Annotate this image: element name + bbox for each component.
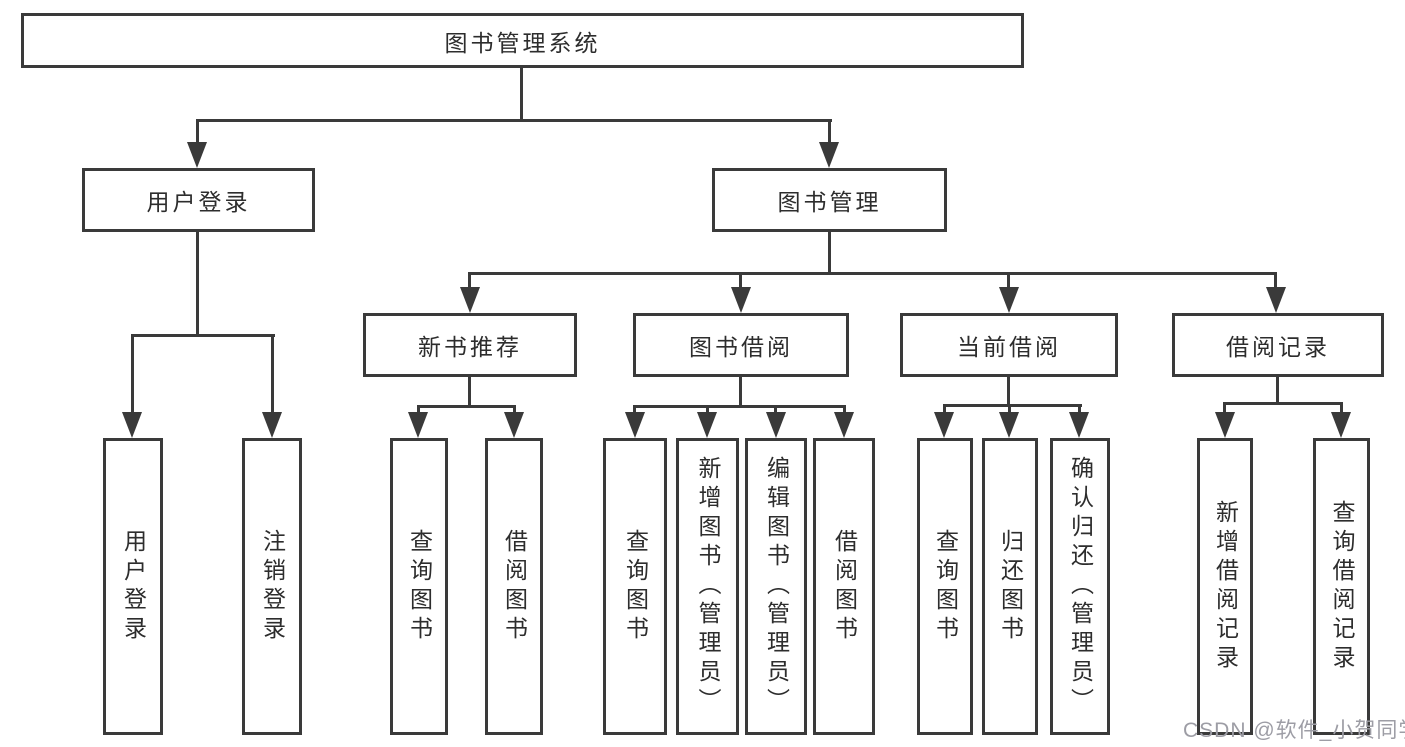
leaf-borrow-books-recommend: 借阅图书 [485,438,543,735]
connector-line [196,121,199,146]
leaf-user-login: 用户登录 [103,438,163,735]
connector-line [633,405,846,408]
connector-arrow [1266,287,1286,313]
connector-line [196,119,832,122]
connector-arrow [766,412,786,438]
connector-arrow [819,142,839,168]
connector-arrow [408,412,428,438]
connector-arrow [122,412,142,438]
connector-line [1008,406,1011,416]
connector-line [1340,404,1343,414]
leaf-edit-books-admin: 编辑图书（管理员） [745,438,807,735]
connector-arrow [934,412,954,438]
leaf-borrow-books: 借阅图书 [813,438,875,735]
connector-line [131,336,134,416]
connector-line [1078,406,1081,416]
connector-arrow [460,287,480,313]
leaf-confirm-return-admin: 确认归还（管理员） [1050,438,1110,735]
connector-line [468,274,471,289]
leaf-search-books-current: 查询图书 [917,438,973,735]
connector-line [271,336,274,416]
connector-arrow [262,412,282,438]
node-book-management: 图书管理 [712,168,947,232]
connector-line [828,121,831,146]
leaf-return-books: 归还图书 [982,438,1038,735]
connector-line [943,406,946,416]
connector-line [943,404,1082,407]
leaf-search-books-recommend: 查询图书 [390,438,448,735]
connector-line [739,274,742,289]
connector-arrow [625,412,645,438]
connector-line [417,405,516,408]
leaf-logout: 注销登录 [242,438,302,735]
connector-arrow [731,287,751,313]
connector-arrow [697,412,717,438]
connector-arrow [504,412,524,438]
connector-arrow [1069,412,1089,438]
connector-line [1007,274,1010,289]
connector-line [1276,377,1279,405]
connector-line [1274,274,1277,289]
connector-arrow [834,412,854,438]
csdn-watermark: CSDN @软件_小贺同学 [1183,719,1405,742]
connector-line [468,377,471,408]
connector-line [520,68,523,121]
connector-line [468,272,1277,275]
connector-line [1223,404,1226,414]
connector-line [196,232,199,337]
leaf-search-books-borrowing: 查询图书 [603,438,667,735]
node-user-login: 用户登录 [82,168,315,232]
connector-arrow [1215,412,1235,438]
connector-line [131,334,275,337]
connector-line [1007,377,1010,407]
connector-line [1223,402,1343,405]
connector-arrow [999,287,1019,313]
node-book-borrowing: 图书借阅 [633,313,849,377]
node-current-borrowing: 当前借阅 [900,313,1118,377]
node-new-book-recommendation: 新书推荐 [363,313,577,377]
leaf-add-books-admin: 新增图书（管理员） [676,438,739,735]
node-borrowing-records: 借阅记录 [1172,313,1384,377]
leaf-search-borrow-record: 查询借阅记录 [1313,438,1370,735]
leaf-add-borrow-record: 新增借阅记录 [1197,438,1253,735]
connector-line [739,377,742,408]
connector-line [828,232,831,275]
connector-arrow [999,412,1019,438]
node-library-management-system: 图书管理系统 [21,13,1024,68]
connector-arrow [1331,412,1351,438]
connector-arrow [187,142,207,168]
